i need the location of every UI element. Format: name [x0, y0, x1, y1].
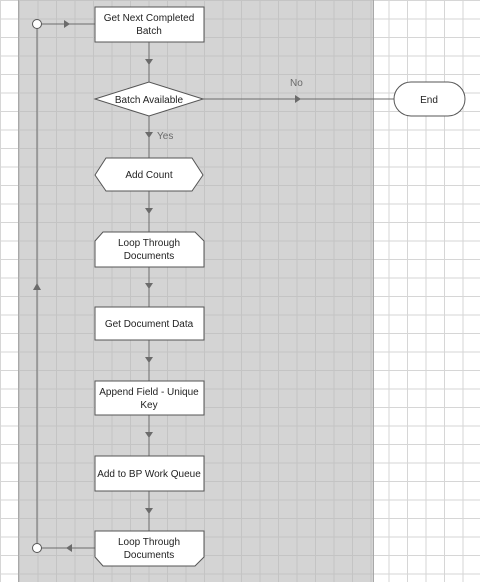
node-loop-end[interactable]: Loop Through Documents	[94, 530, 205, 567]
arrow-append-to-queue	[145, 432, 153, 438]
junction-top[interactable]	[32, 19, 42, 29]
arrow-get-doc-to-append	[145, 357, 153, 363]
arrow-decision-to-add-count	[145, 132, 153, 138]
node-label: Add to BP Work Queue	[97, 469, 201, 480]
node-label-line-1: Append Field - Unique	[99, 387, 199, 398]
junction-bottom[interactable]	[32, 543, 42, 553]
node-label-line-1: Loop Through	[118, 537, 180, 548]
loop-start-shape	[94, 231, 205, 268]
loop-end-shape	[94, 530, 205, 567]
node-label-line-2: Key	[140, 400, 157, 411]
action-box	[94, 380, 205, 416]
node-label-line-1: Loop Through	[118, 238, 180, 249]
node-label-line-2: Documents	[124, 550, 175, 561]
connectors	[33, 20, 394, 552]
arrow-get-batch-to-decision	[145, 59, 153, 65]
decision-diamond	[93, 81, 205, 117]
calculation-hexagon	[94, 157, 204, 192]
edge-label-yes: Yes	[157, 131, 173, 142]
arrow-add-count-to-loop-start	[145, 208, 153, 214]
node-end[interactable]: End	[393, 81, 466, 117]
node-get-document-data[interactable]: Get Document Data	[94, 306, 205, 341]
node-append-field-unique-key[interactable]: Append Field - Unique Key	[94, 380, 205, 416]
node-label-line-2: Batch	[136, 26, 162, 37]
arrow-loop-start-to-get-doc	[145, 283, 153, 289]
node-batch-available-decision[interactable]: Batch Available	[93, 81, 205, 117]
node-add-to-bp-work-queue[interactable]: Add to BP Work Queue	[94, 455, 205, 492]
arrow-decision-to-end	[295, 95, 301, 103]
edge-label-no: No	[290, 78, 303, 89]
connector-loop-to-get-batch-arrow	[64, 20, 70, 28]
terminator-shape	[393, 81, 466, 117]
node-loop-start[interactable]: Loop Through Documents	[94, 231, 205, 268]
node-get-next-completed-batch[interactable]: Get Next Completed Batch	[94, 6, 205, 43]
action-box	[94, 455, 205, 492]
action-box	[94, 6, 205, 43]
arrow-junction-return	[33, 283, 41, 290]
node-label: Batch Available	[115, 95, 184, 106]
action-box	[94, 306, 205, 341]
node-label: Get Document Data	[105, 319, 194, 330]
node-label-line-2: Documents	[124, 251, 175, 262]
arrow-loop-end-to-junction	[66, 544, 72, 552]
node-label-line-1: Get Next Completed	[104, 13, 195, 24]
node-label: Add Count	[125, 170, 172, 181]
arrow-queue-to-loop-end	[145, 508, 153, 514]
node-label: End	[420, 95, 438, 106]
node-add-count[interactable]: Add Count	[94, 157, 204, 192]
